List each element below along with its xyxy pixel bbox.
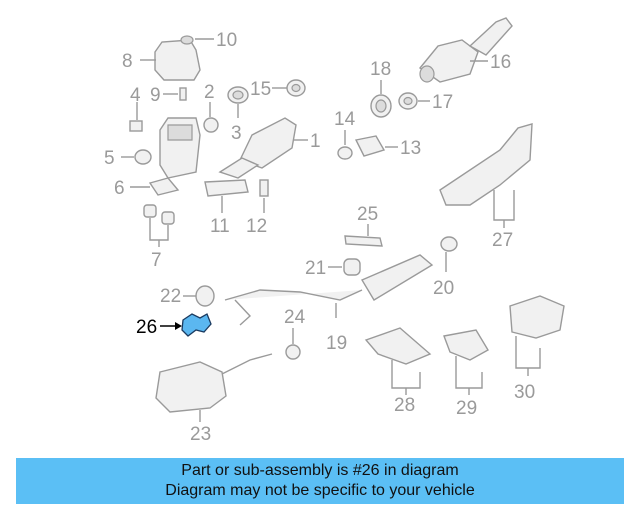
exhaust-manifold <box>159 117 201 179</box>
banner-line-1: Part or sub-assembly is #26 in diagram <box>181 462 459 479</box>
callout-6: 6 <box>114 178 125 199</box>
part-21 <box>343 258 361 276</box>
callout-22: 22 <box>160 286 181 307</box>
callout-3: 3 <box>231 123 242 144</box>
callout-1: 1 <box>310 131 321 152</box>
part-5 <box>134 149 152 165</box>
part-22 <box>195 285 215 307</box>
part-7b <box>161 211 175 225</box>
callout-26: 26 <box>136 317 157 338</box>
part-14 <box>337 146 353 160</box>
part-23-muffler <box>155 353 273 413</box>
callout-23: 23 <box>190 424 211 445</box>
part-19-pipe <box>224 254 434 326</box>
callout-21: 21 <box>305 258 326 279</box>
part-20 <box>440 236 458 252</box>
callout-19: 19 <box>326 333 347 354</box>
part-8-tank <box>154 35 201 81</box>
callout-15: 15 <box>250 79 271 100</box>
exhaust-parts-diagram: 10 8 4 9 2 3 15 1 5 6 11 12 7 <box>104 17 565 445</box>
callout-13: 13 <box>400 138 421 159</box>
part-13 <box>354 135 386 157</box>
part-11 <box>204 179 249 197</box>
callout-8: 8 <box>122 51 133 72</box>
part-1-converter <box>218 117 297 179</box>
callout-5: 5 <box>104 148 115 169</box>
callout-11: 11 <box>210 216 230 237</box>
part-7a <box>143 204 157 218</box>
part-25 <box>344 235 383 247</box>
part-26-highlighted <box>181 313 212 337</box>
callout-12: 12 <box>246 216 267 237</box>
part-27 <box>439 123 533 206</box>
callout-10: 10 <box>216 30 237 51</box>
part-24 <box>285 344 301 360</box>
callout-16: 16 <box>490 52 511 73</box>
part-16-pipe <box>418 17 513 83</box>
part-29 <box>443 329 489 361</box>
callout-9: 9 <box>150 85 161 106</box>
callout-20: 20 <box>433 278 454 299</box>
callout-25: 25 <box>357 204 378 225</box>
callout-18: 18 <box>370 59 391 80</box>
callout-27: 27 <box>492 230 513 251</box>
banner-line-2: Diagram may not be specific to your vehi… <box>165 482 475 499</box>
part-12 <box>259 179 269 197</box>
callout-29: 29 <box>456 398 477 419</box>
callout-14: 14 <box>334 109 356 130</box>
part-28 <box>364 327 432 365</box>
callout-30: 30 <box>514 382 535 403</box>
info-banner: Part or sub-assembly is #26 in diagram D… <box>16 458 624 504</box>
callout-4: 4 <box>130 85 141 106</box>
part-9 <box>179 87 187 101</box>
callout-24: 24 <box>284 307 306 328</box>
part-6 <box>148 177 180 196</box>
part-30 <box>509 295 565 339</box>
callout-2: 2 <box>204 82 215 103</box>
callout-17: 17 <box>432 92 453 113</box>
part-4 <box>129 120 143 132</box>
callout-28: 28 <box>394 395 415 416</box>
callout-7: 7 <box>151 250 162 271</box>
